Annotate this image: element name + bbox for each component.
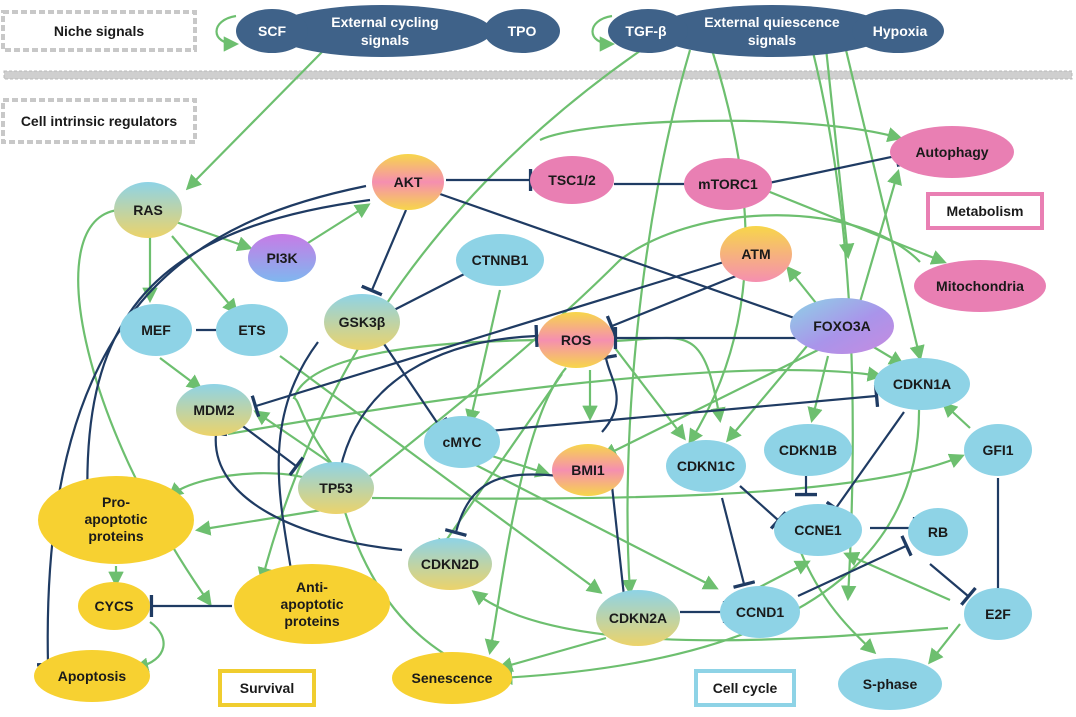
svg-text:TSC1/2: TSC1/2 [548, 172, 596, 188]
node-gsk3b: GSK3β [324, 294, 400, 350]
svg-text:Autophagy: Autophagy [915, 144, 988, 160]
svg-text:TP53: TP53 [319, 480, 353, 496]
svg-text:CDKN1C: CDKN1C [677, 458, 735, 474]
node-rb: RB [908, 508, 968, 556]
legend-cell-cycle: Cell cycle [694, 669, 796, 707]
node-mdm2: MDM2 [176, 384, 252, 436]
node-ccnd1: CCND1 [720, 586, 800, 638]
svg-text:proteins: proteins [284, 613, 339, 629]
svg-text:ETS: ETS [238, 322, 265, 338]
svg-text:FOXO3A: FOXO3A [813, 318, 871, 334]
svg-text:Apoptosis: Apoptosis [58, 668, 127, 684]
inhibition-edges [36, 144, 1009, 667]
intrinsic-regulators-label: Cell intrinsic regulators [21, 113, 178, 129]
node-tp53: TP53 [298, 462, 374, 514]
svg-text:mTORC1: mTORC1 [698, 176, 758, 192]
edge-tgfb-self [591, 14, 616, 52]
node-mitochondria: Mitochondria [914, 260, 1046, 312]
node-cdkn2a: CDKN2A [596, 590, 680, 646]
svg-text:E2F: E2F [985, 606, 1011, 622]
svg-text:ATM: ATM [741, 246, 770, 262]
node-pro-apoptotic: Pro- apoptotic proteins [38, 476, 194, 564]
node-gfi1: GFI1 [964, 424, 1032, 476]
svg-text:Cell cycle: Cell cycle [713, 680, 778, 696]
svg-text:Survival: Survival [240, 680, 294, 696]
svg-text:CDKN2D: CDKN2D [421, 556, 479, 572]
svg-text:CTNNB1: CTNNB1 [472, 252, 529, 268]
node-ets: ETS [216, 304, 288, 356]
svg-text:RAS: RAS [133, 202, 163, 218]
svg-text:S-phase: S-phase [863, 676, 918, 692]
node-ras: RAS [114, 182, 182, 238]
svg-text:PI3K: PI3K [266, 250, 297, 266]
edge-scf-self [215, 14, 240, 52]
svg-text:BMI1: BMI1 [571, 462, 605, 478]
svg-text:RB: RB [928, 524, 948, 540]
svg-text:Metabolism: Metabolism [946, 203, 1023, 219]
node-cycs: CYCS [78, 582, 150, 630]
niche-signals-box: Niche signals [1, 10, 197, 52]
node-pi3k: PI3K [248, 234, 316, 282]
node-ccne1: CCNE1 [774, 504, 862, 556]
svg-text:MEF: MEF [141, 322, 171, 338]
node-cmyc: cMYC [424, 416, 500, 468]
quiescence-signals-line1: External quiescence [704, 14, 840, 30]
node-foxo3a: FOXO3A [790, 298, 894, 354]
node-senescence: Senescence [392, 652, 512, 704]
niche-signals-label: Niche signals [54, 23, 144, 39]
external-cycling-signals: SCF External cycling signals TPO [236, 5, 560, 57]
svg-text:CDKN1B: CDKN1B [779, 442, 837, 458]
activation-edges [77, 14, 971, 686]
svg-text:apoptotic: apoptotic [85, 511, 148, 527]
svg-text:CCNE1: CCNE1 [794, 522, 842, 538]
niche-band [3, 70, 1073, 80]
node-e2f: E2F [964, 588, 1032, 640]
intrinsic-regulators-box: Cell intrinsic regulators [1, 98, 197, 144]
svg-text:MDM2: MDM2 [193, 402, 234, 418]
svg-text:proteins: proteins [88, 528, 143, 544]
tgfb-label: TGF-β [625, 23, 667, 39]
node-apoptosis: Apoptosis [34, 650, 150, 702]
svg-text:GFI1: GFI1 [982, 442, 1013, 458]
svg-text:Pro-: Pro- [102, 494, 130, 510]
hypoxia-label: Hypoxia [873, 23, 928, 39]
svg-text:cMYC: cMYC [443, 434, 482, 450]
node-atm: ATM [720, 226, 792, 282]
scf-label: SCF [258, 23, 286, 39]
node-cdkn1b: CDKN1B [764, 424, 852, 476]
external-quiescence-signals: TGF-β External quiescence signals Hypoxi… [608, 5, 944, 57]
node-bmi1: BMI1 [552, 444, 624, 496]
svg-text:ROS: ROS [561, 332, 591, 348]
svg-text:CDKN1A: CDKN1A [893, 376, 951, 392]
tpo-label: TPO [508, 23, 537, 39]
svg-text:CYCS: CYCS [95, 598, 134, 614]
cycling-signals-line2: signals [361, 32, 409, 48]
node-sphase: S-phase [838, 658, 942, 710]
node-ctnnb1: CTNNB1 [456, 234, 544, 286]
svg-text:apoptotic: apoptotic [281, 596, 344, 612]
node-ros: ROS [538, 312, 614, 368]
node-cdkn1a: CDKN1A [874, 358, 970, 410]
legend-metabolism: Metabolism [926, 192, 1044, 230]
svg-text:Anti-: Anti- [296, 579, 328, 595]
svg-text:Mitochondria: Mitochondria [936, 278, 1024, 294]
node-autophagy: Autophagy [890, 126, 1014, 178]
svg-text:GSK3β: GSK3β [339, 314, 386, 330]
legend-survival: Survival [218, 669, 316, 707]
svg-text:AKT: AKT [394, 174, 423, 190]
node-anti-apoptotic: Anti- apoptotic proteins [234, 564, 390, 644]
svg-text:CDKN2A: CDKN2A [609, 610, 667, 626]
node-tsc: TSC1/2 [530, 156, 614, 204]
node-mtorc1: mTORC1 [684, 158, 772, 210]
svg-text:Senescence: Senescence [412, 670, 493, 686]
node-cdkn1c: CDKN1C [666, 440, 746, 492]
svg-text:CCND1: CCND1 [736, 604, 784, 620]
node-cdkn2d: CDKN2D [408, 538, 492, 590]
node-akt: AKT [372, 154, 444, 210]
quiescence-signals-line2: signals [748, 32, 796, 48]
node-mef: MEF [120, 304, 192, 356]
cycling-signals-line1: External cycling [331, 14, 438, 30]
